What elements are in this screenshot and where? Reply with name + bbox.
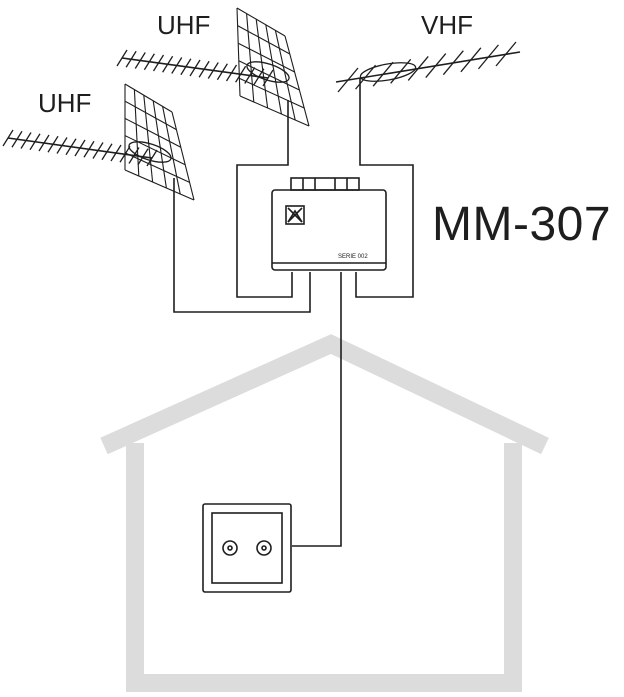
antennas <box>2 7 521 201</box>
amplifier-unit <box>271 177 387 271</box>
house-outline <box>100 334 549 692</box>
amplifier-connector <box>290 177 360 191</box>
cables <box>173 78 414 547</box>
antenna-label-uhf-top: UHF <box>157 10 211 40</box>
cable-vhf <box>355 78 414 298</box>
serie-label: SERIE 002 <box>338 254 368 260</box>
cable-uhf-left <box>173 178 311 313</box>
brand-logo-icon <box>285 205 305 225</box>
antenna-label-vhf: VHF <box>421 10 473 40</box>
uhf-top-antenna-icon <box>116 7 310 127</box>
uhf-left-antenna-icon <box>2 83 195 201</box>
model-name: MM-307 <box>432 198 612 251</box>
amplifier-body <box>271 189 387 271</box>
tv-socket-icon <box>202 503 292 593</box>
cable-uhf-top <box>236 100 293 298</box>
antenna-label-uhf-left: UHF <box>38 88 92 118</box>
cable-downlead <box>292 272 342 547</box>
vhf-antenna-icon <box>335 41 521 93</box>
